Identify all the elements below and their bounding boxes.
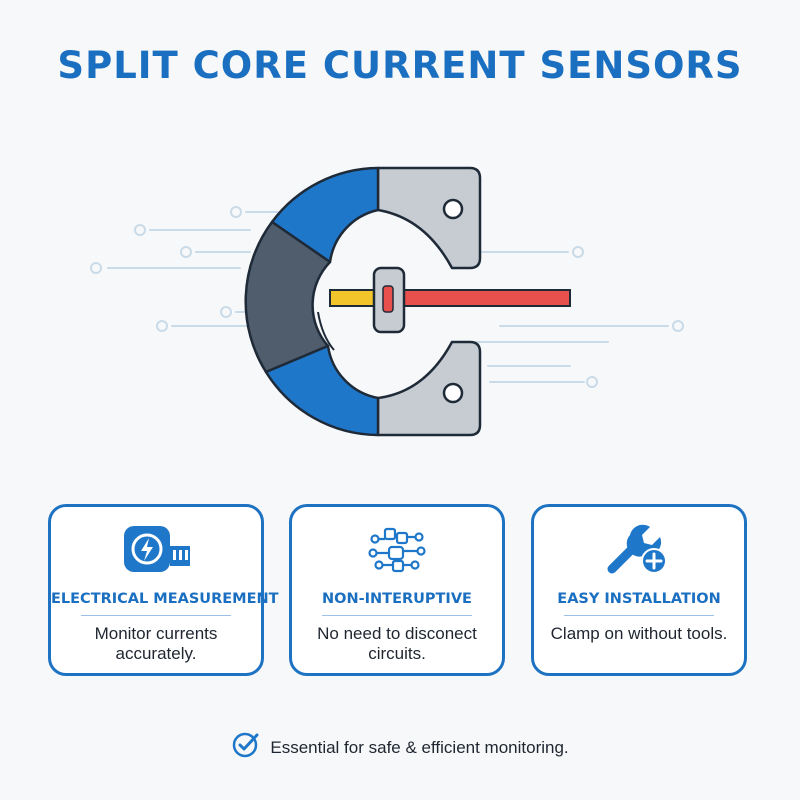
card-divider [322,615,472,616]
field-lines-left [90,206,281,332]
card-description: Clamp on without tools. [550,624,728,643]
footer-note: Essential for safe & efficient monitorin… [0,730,800,765]
sensor-housing [376,166,482,270]
footer-text: Essential for safe & efficient monitorin… [270,737,569,757]
card-divider [564,615,714,616]
card-title: NON-INTERUPTIVE [322,591,472,607]
wrench-plus-icon [534,521,744,577]
mount-hole-bottom [442,382,464,404]
circuit-network-icon [292,521,502,577]
split-core-sensor-illustration [90,166,684,437]
check-circle-icon [231,730,261,765]
card-description: No need to disconect circuits. [317,624,477,663]
mount-hole-top [442,198,464,220]
core-segment-bottom [264,344,380,437]
card-description: Monitor currents accurately. [94,624,218,663]
wire-yellow [329,289,381,307]
card-divider [81,615,231,616]
feature-card-non-interruptive: NON-INTERUPTIVE No need to disconect cir… [289,504,505,676]
feature-card-electrical-measurement: ELECTRICAL MEASUREMENT Monitor currents … [48,504,279,676]
wire-red [379,289,571,307]
power-meter-icon [51,521,261,577]
page-title: SPLIT CORE CURRENT SENSORS [57,44,743,87]
card-title: ELECTRICAL MEASUREMENT [51,591,279,607]
card-title: EASY INSTALLATION [557,591,721,607]
feature-card-easy-installation: EASY INSTALLATION Clamp on without tools… [531,504,747,676]
field-lines-right [469,246,684,388]
